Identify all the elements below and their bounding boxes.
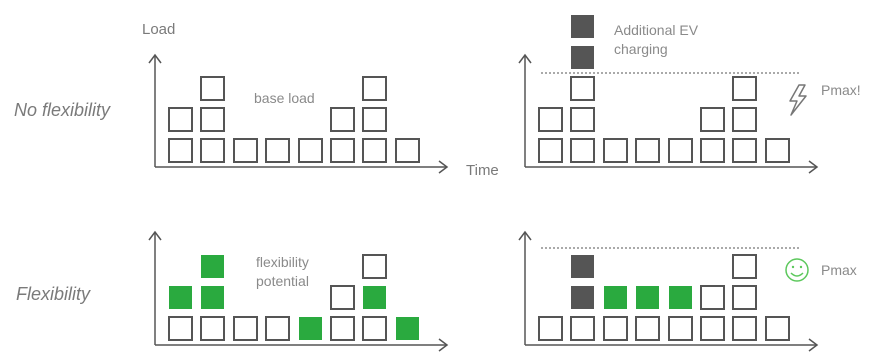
x-axis-arrow	[438, 160, 449, 174]
flexible-load-block	[604, 286, 627, 309]
load-block	[168, 316, 193, 341]
load-block	[395, 138, 420, 163]
row-label-flexibility: Flexibility	[16, 284, 91, 304]
load-block	[538, 138, 563, 163]
x-axis-arrow	[808, 160, 819, 174]
load-block	[700, 138, 725, 163]
flexible-load-block	[299, 317, 322, 340]
flexible-load-block	[669, 286, 692, 309]
load-block	[233, 316, 258, 341]
y-axis-arrow	[148, 53, 162, 64]
load-block	[570, 76, 595, 101]
load-block	[765, 138, 790, 163]
load-block	[200, 138, 225, 163]
load-block	[668, 316, 693, 341]
smiley-icon	[785, 258, 809, 282]
load-block	[603, 316, 628, 341]
flexibility-potential-label-line1: flexibility	[256, 254, 309, 270]
additional-ev-label-line1: Additional EV	[614, 22, 699, 38]
load-block	[298, 138, 323, 163]
load-block	[362, 76, 387, 101]
load-block	[732, 316, 757, 341]
ev-charging-block	[571, 286, 594, 309]
load-block	[603, 138, 628, 163]
load-block	[732, 285, 757, 310]
flexible-load-block	[363, 286, 386, 309]
x-axis-arrow	[438, 338, 449, 352]
load-block	[200, 316, 225, 341]
load-block	[265, 138, 290, 163]
flexible-load-block	[169, 286, 192, 309]
load-block	[700, 285, 725, 310]
load-block	[362, 138, 387, 163]
row-label-no-flexibility: No flexibility	[14, 100, 111, 120]
pmax-exceeded-label: Pmax!	[821, 82, 861, 98]
load-block	[570, 138, 595, 163]
flexible-load-block	[201, 255, 224, 278]
additional-ev-label-line2: charging	[614, 41, 668, 57]
load-block	[330, 138, 355, 163]
flexibility-potential-label-line2: potential	[256, 273, 309, 289]
pmax-ok-label: Pmax	[821, 262, 857, 278]
base-load-label: base load	[254, 90, 315, 106]
load-block	[635, 138, 660, 163]
flexible-load-block	[636, 286, 659, 309]
load-block	[700, 107, 725, 132]
ev-charging-block	[571, 255, 594, 278]
load-block	[330, 316, 355, 341]
load-block	[732, 254, 757, 279]
load-block	[765, 316, 790, 341]
y-axis-arrow	[148, 230, 162, 241]
load-block	[538, 316, 563, 341]
load-block	[732, 138, 757, 163]
flexible-load-block	[201, 286, 224, 309]
load-block	[538, 107, 563, 132]
load-block	[233, 138, 258, 163]
y-axis-arrow	[518, 53, 532, 64]
load-block	[732, 76, 757, 101]
load-block	[570, 107, 595, 132]
load-block	[635, 316, 660, 341]
load-block	[168, 107, 193, 132]
x-axis-arrow	[808, 338, 819, 352]
load-block	[200, 107, 225, 132]
x-axis-title: Time	[466, 162, 499, 179]
load-block	[168, 138, 193, 163]
flexible-load-block	[396, 317, 419, 340]
y-axis-arrow	[518, 230, 532, 241]
load-block	[265, 316, 290, 341]
load-block	[200, 76, 225, 101]
y-axis-title: Load	[142, 21, 176, 38]
load-block	[362, 254, 387, 279]
load-block	[570, 316, 595, 341]
load-block	[362, 107, 387, 132]
load-block	[668, 138, 693, 163]
load-block	[700, 316, 725, 341]
load-block	[330, 107, 355, 132]
load-block	[732, 107, 757, 132]
lightning-icon	[789, 84, 807, 116]
load-block	[330, 285, 355, 310]
load-block	[362, 316, 387, 341]
ev-charging-block	[571, 15, 594, 38]
ev-charging-block	[571, 46, 594, 69]
